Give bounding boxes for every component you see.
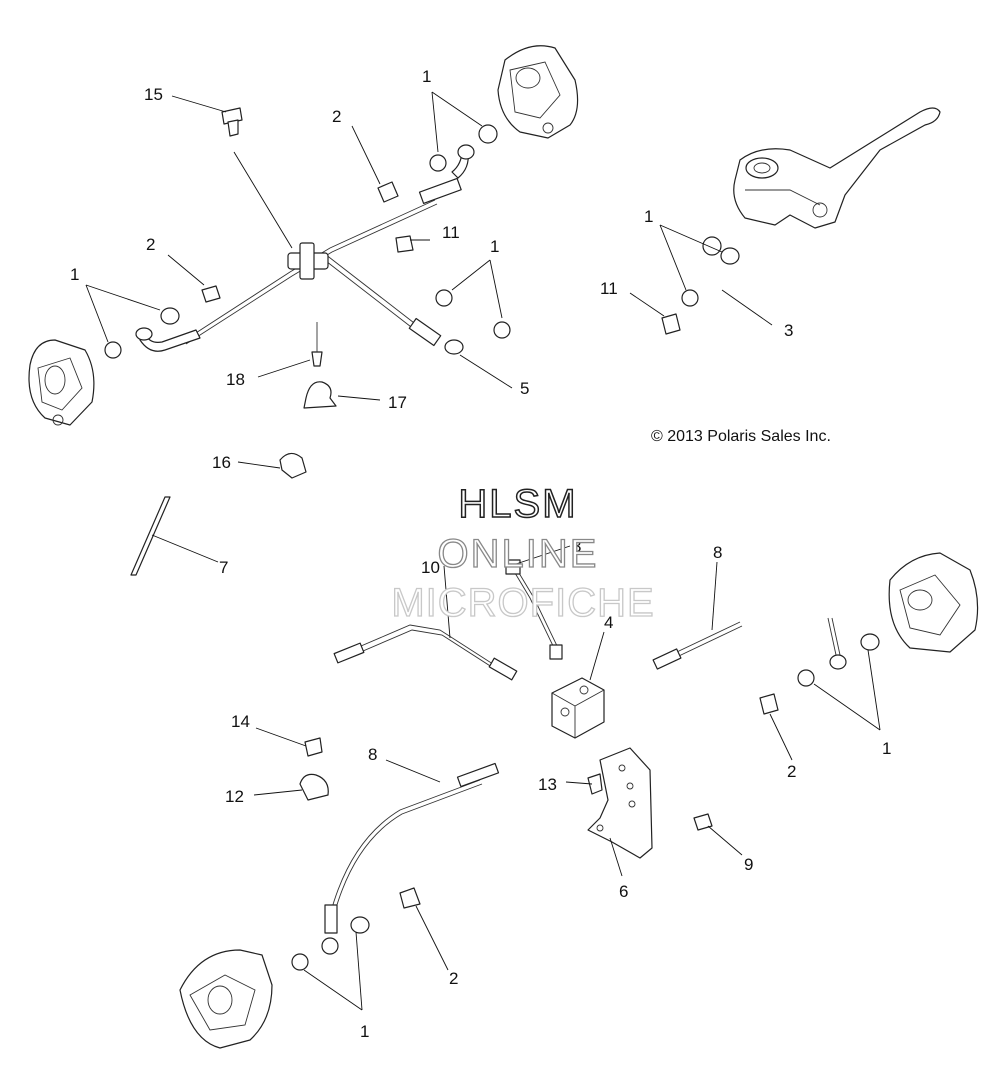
brake-line-10 — [333, 624, 518, 681]
callout-2: 2 — [449, 969, 458, 988]
callout-1: 1 — [360, 1022, 369, 1041]
callout-2: 2 — [787, 762, 796, 781]
leader-lines — [85, 91, 881, 1011]
callout-3: 3 — [784, 321, 793, 340]
bolt-14 — [304, 737, 323, 757]
callout-11: 11 — [442, 223, 460, 242]
bolt-11 — [395, 235, 414, 253]
brake-line-assembly-top — [135, 144, 475, 355]
bolt-2-right — [759, 693, 779, 715]
callout-1: 1 — [70, 265, 79, 284]
brake-caliper-left — [28, 339, 95, 426]
watermark-line-1: HLSM — [458, 482, 577, 526]
brake-block-4 — [551, 677, 605, 739]
callout-2: 2 — [332, 107, 341, 126]
brake-line-8-bottom — [321, 762, 500, 955]
copyright-text: © 2013 Polaris Sales Inc. — [651, 428, 831, 445]
bolt-9 — [693, 813, 713, 831]
callout-1: 1 — [882, 739, 891, 758]
callout-11: 11 — [600, 279, 618, 298]
bolt-2-top — [377, 181, 399, 203]
bolts-washers-bottom — [291, 887, 421, 971]
brake-line-3 — [505, 559, 563, 660]
brake-caliper-right — [888, 552, 979, 653]
banjo-fitting — [444, 339, 464, 355]
callout-10: 10 — [421, 558, 440, 577]
callout-8: 8 — [368, 745, 377, 764]
rivet-18 — [311, 351, 323, 367]
bolt-2-left — [201, 285, 221, 303]
callout-7: 7 — [219, 558, 228, 577]
bolt-13 — [587, 773, 603, 795]
brake-line-8-right — [652, 621, 743, 670]
bolt-11-right — [661, 313, 681, 335]
bolts-washers-top — [104, 107, 740, 479]
master-cylinder-lever — [733, 107, 941, 229]
bolts-washers-right — [759, 617, 880, 715]
clip-16 — [279, 452, 307, 479]
clamp-17 — [303, 381, 337, 409]
callout-labels: 15 2 1 2 1 11 1 18 17 5 1 11 3 16 7 10 3… — [70, 67, 891, 1041]
bolt-2-bottom — [399, 887, 421, 909]
brake-caliper-bottom — [179, 949, 273, 1049]
cable-tie-7 — [130, 496, 171, 576]
watermark-line-3: MICROFICHE — [391, 581, 654, 625]
clamp-12 — [299, 773, 329, 801]
watermark-line-2: ONLINE — [438, 532, 599, 576]
callout-9: 9 — [744, 855, 753, 874]
callout-17: 17 — [388, 393, 407, 412]
callout-1: 1 — [644, 207, 653, 226]
brake-caliper-top — [497, 45, 579, 139]
callout-3: 3 — [572, 537, 581, 556]
callout-1: 1 — [422, 67, 431, 86]
callout-5: 5 — [520, 379, 529, 398]
callout-15: 15 — [144, 85, 163, 104]
callout-18: 18 — [226, 370, 245, 389]
callout-6: 6 — [619, 882, 628, 901]
callout-1: 1 — [490, 237, 499, 256]
bracket-6 — [587, 747, 653, 859]
callout-4: 4 — [604, 613, 613, 632]
callout-13: 13 — [538, 775, 557, 794]
watermark: HLSM ONLINE MICROFICHE — [391, 481, 655, 625]
callout-8: 8 — [713, 543, 722, 562]
callout-16: 16 — [212, 453, 231, 472]
callout-2: 2 — [146, 235, 155, 254]
callout-14: 14 — [231, 712, 250, 731]
callout-12: 12 — [225, 787, 244, 806]
